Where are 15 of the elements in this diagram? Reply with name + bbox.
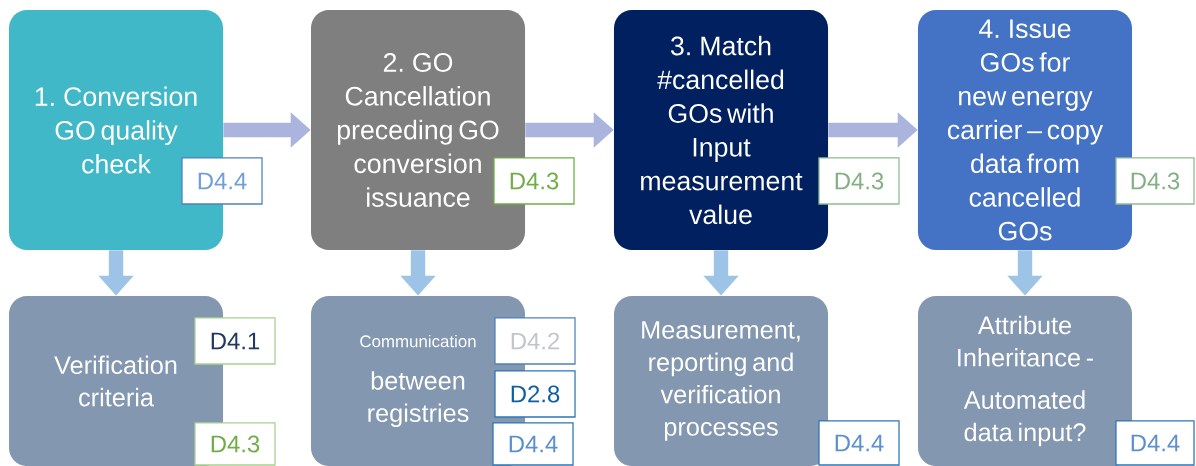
deliverable-tag: D4.4	[1115, 420, 1195, 466]
process-box: 3. Match #cancelled GOs with Input measurement value	[614, 9, 829, 251]
deliverable-tag: D4.1	[194, 317, 276, 365]
deliverable-tag: D4.3	[194, 422, 276, 466]
deliverable-tag: D4.2	[494, 317, 576, 365]
deliverable-tag: D2.8	[494, 370, 576, 418]
deliverable-tag: D4.4	[818, 420, 900, 466]
deliverable-tag: D4.4	[181, 157, 263, 205]
deliverable-tag: D4.4	[492, 422, 574, 466]
deliverable-tag: D4.3	[818, 157, 900, 205]
detail-box: Attribute Inheritance - Automated data input?	[917, 295, 1133, 466]
deliverable-tag: D4.3	[1115, 157, 1195, 205]
process-box: 4. Issue GOs for new energy carrier – copy data from cancelled GOs	[917, 9, 1133, 251]
detail-box: Measurement, reporting and verification processes	[614, 295, 829, 466]
deliverable-tag: D4.3	[493, 157, 575, 205]
